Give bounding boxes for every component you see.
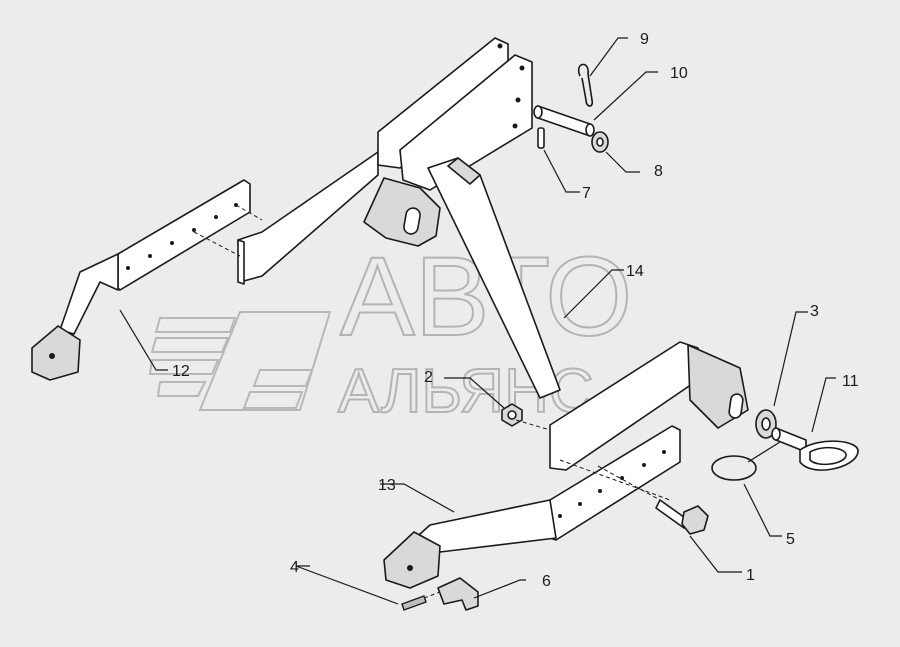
part-6-latch	[437, 577, 479, 611]
part-8-washer	[591, 131, 609, 153]
part-1-bolt	[655, 499, 709, 535]
callout-10: 10	[670, 65, 688, 82]
callout-leaders	[119, 37, 836, 605]
part-5-ring	[711, 441, 781, 481]
part-4-pin	[401, 595, 427, 611]
callout-3: 3	[810, 303, 819, 320]
part-2-nut	[501, 403, 523, 427]
callout-6: 6	[542, 573, 551, 590]
part-10-shaft	[533, 105, 595, 137]
callout-9: 9	[640, 31, 649, 48]
callout-4: 4	[290, 559, 299, 576]
callout-2: 2	[424, 369, 433, 386]
part-7-pin	[537, 127, 545, 149]
part-11-pin	[771, 427, 859, 471]
callout-5: 5	[786, 531, 795, 548]
callout-14: 14	[626, 263, 644, 280]
callout-8: 8	[654, 163, 663, 180]
callout-11: 11	[842, 373, 859, 390]
part-3-washer	[755, 409, 777, 439]
callout-7: 7	[582, 185, 591, 202]
part-13-link	[383, 425, 681, 589]
callout-12: 12	[172, 363, 190, 380]
part-9-clip	[577, 63, 594, 107]
part-12-link	[31, 179, 251, 381]
callout-13: 13	[378, 477, 396, 494]
assembly-guides	[193, 204, 671, 599]
callout-labels: 1 2 3 4 5 6 7 8 9 10 11 12 13 14	[172, 31, 859, 590]
watermark-logo-stripes	[148, 311, 332, 411]
callout-1: 1	[746, 567, 755, 584]
watermark: АВТО АЛЬЯНС	[148, 233, 633, 427]
upper-arm-assembly	[237, 37, 749, 471]
